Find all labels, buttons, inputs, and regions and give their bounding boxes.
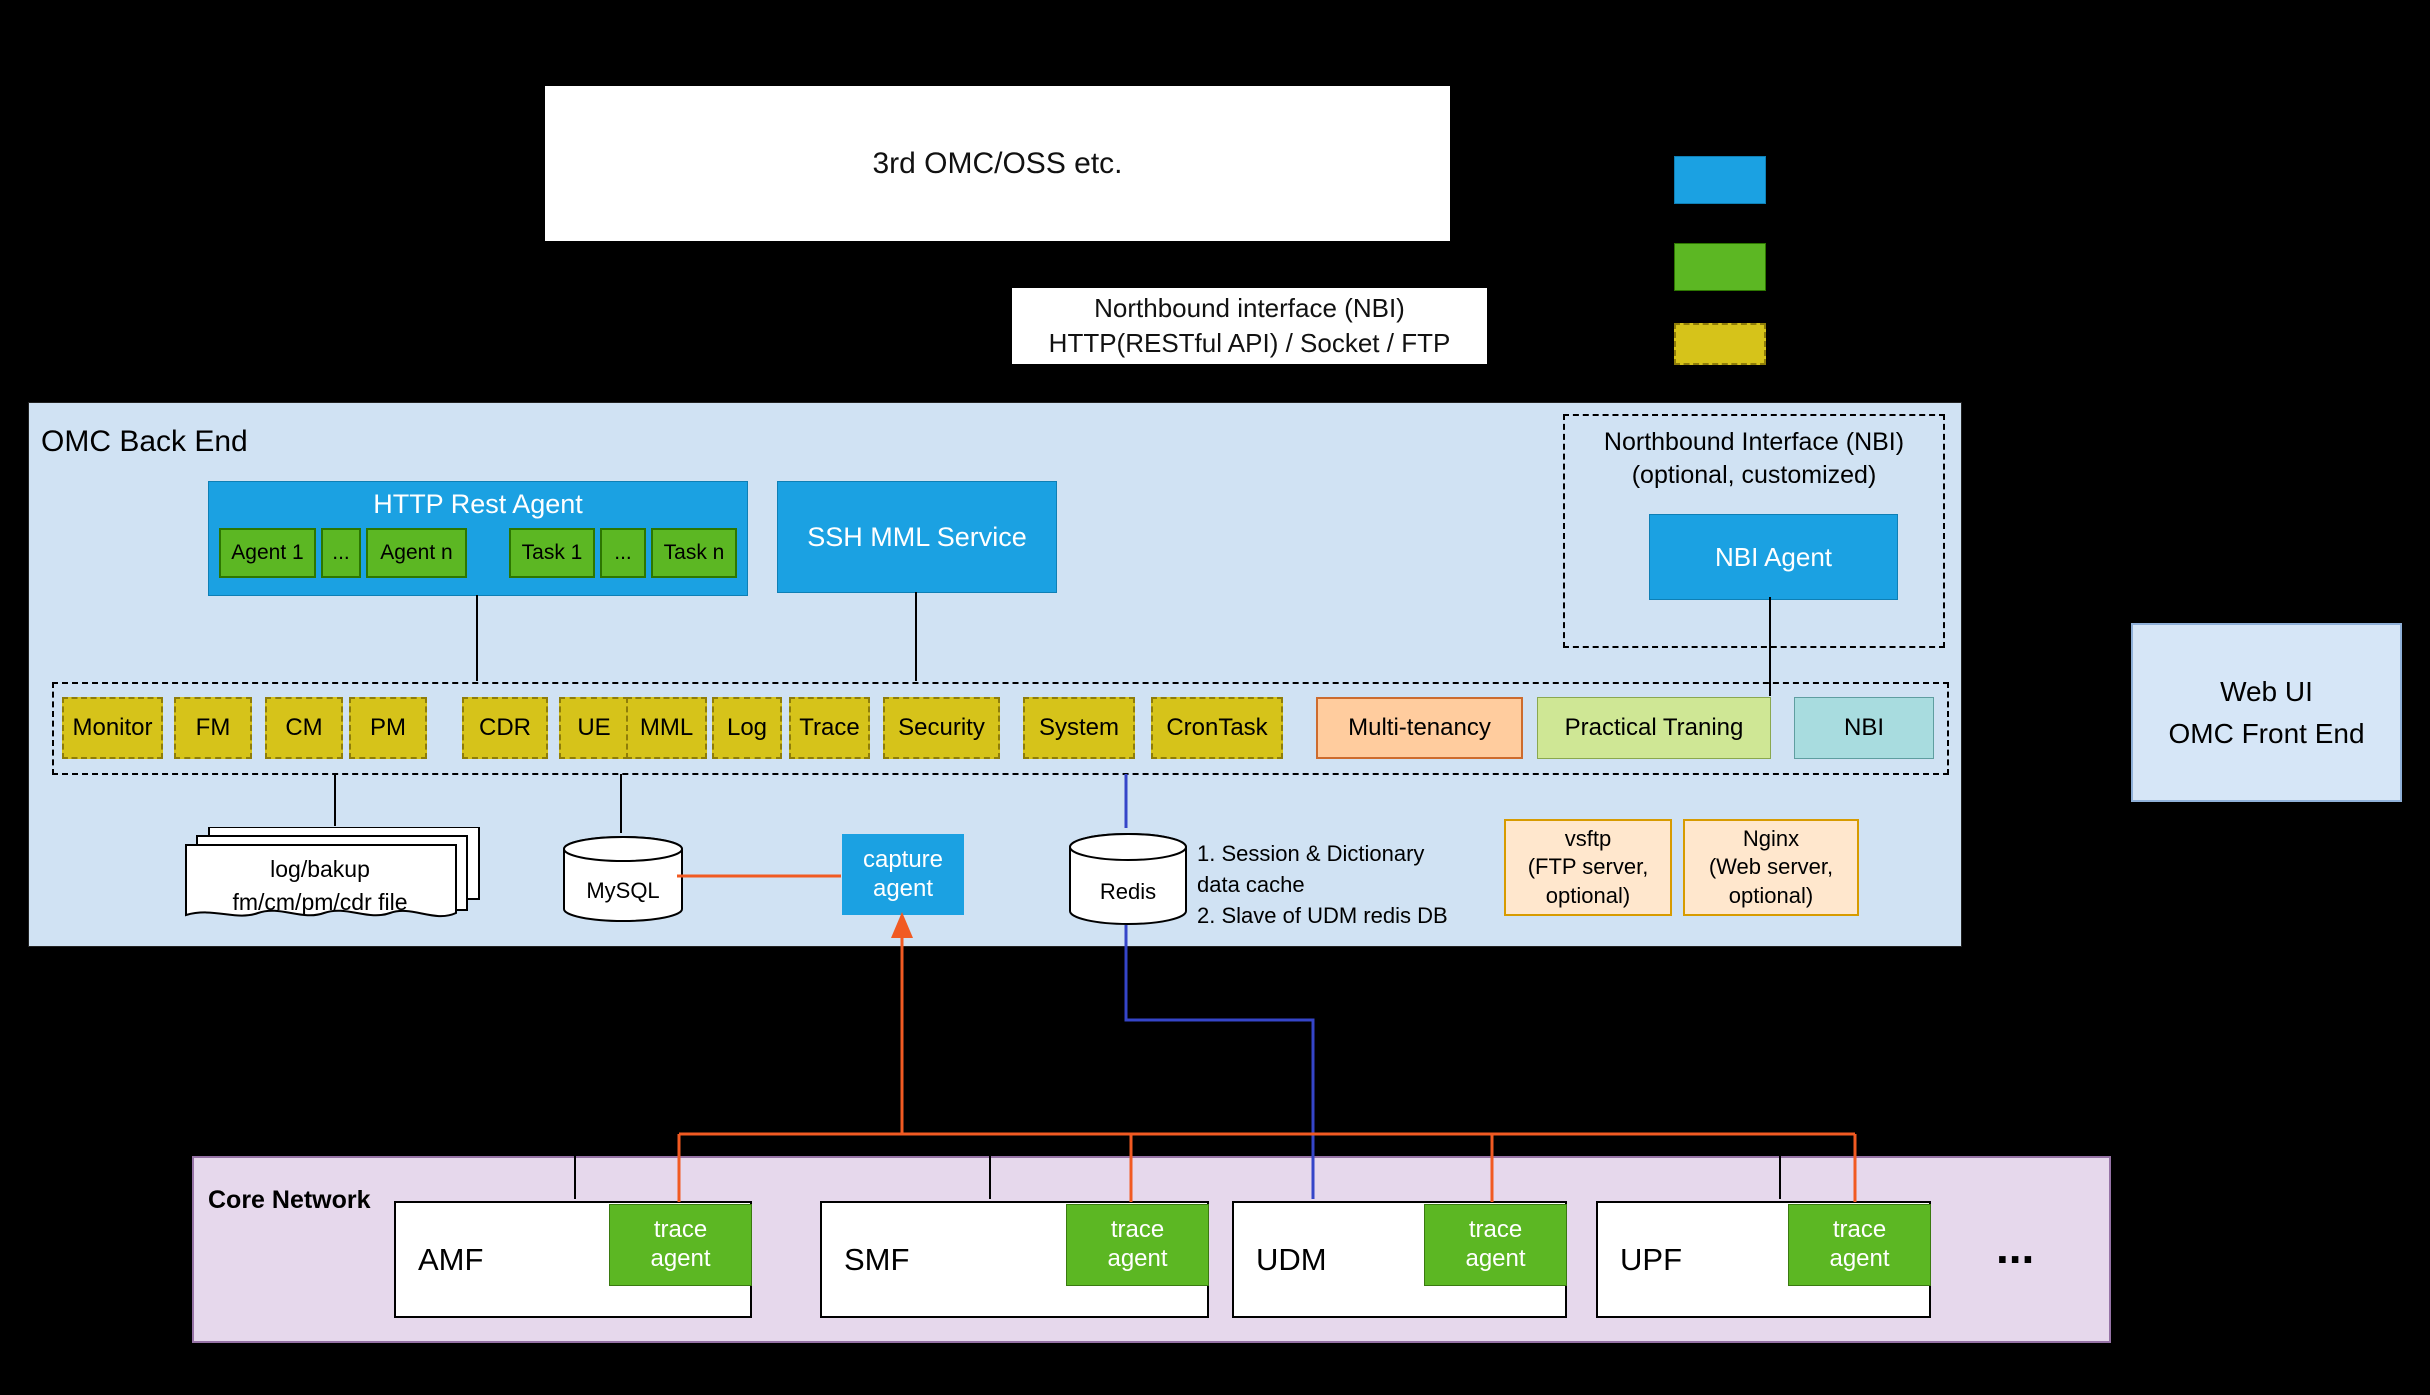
mysql-db: MySQL — [562, 834, 684, 924]
web-ui-line1: Web UI — [2220, 675, 2313, 707]
nf-amf-label: AMF — [418, 1241, 484, 1277]
ssh-mml-service-box: SSH MML Service — [777, 481, 1057, 593]
vsftp-line3: optional) — [1545, 882, 1631, 908]
nginx-line3: optional) — [1728, 882, 1814, 908]
module-pm: PM — [349, 697, 427, 759]
module-row: Monitor FM CM PM CDR UE MML Log Trace Se… — [52, 682, 1949, 775]
trace-agent-udm: trace agent — [1424, 1204, 1567, 1286]
database-cylinder-icon — [1069, 833, 1187, 925]
redis-label: Redis — [1099, 879, 1157, 904]
legend-green-swatch — [1674, 243, 1766, 291]
log-file-line1: log/bakup — [270, 856, 370, 882]
capture-agent-box: capture agent — [842, 834, 964, 915]
more-nfs-ellipsis: ... — [1996, 1221, 2035, 1273]
task-ellipsis-chip: ... — [600, 528, 646, 578]
omc-back-end-panel: OMC Back End HTTP Rest Agent Agent 1 ...… — [28, 402, 1962, 947]
module-multi-tenancy: Multi-tenancy — [1316, 697, 1523, 759]
nbi-interface-label-box: Northbound interface (NBI) HTTP(RESTful … — [1012, 288, 1487, 364]
redis-note-line3: 2. Slave of UDM redis DB — [1197, 902, 1448, 928]
trace-agent-amf-label: trace agent — [650, 1216, 711, 1272]
web-ui-front-end-box: Web UI OMC Front End — [2131, 623, 2402, 802]
ssh-mml-service-label: SSH MML Service — [807, 521, 1027, 552]
core-network-panel: Core Network AMF SMF UDM UPF trace agent… — [192, 1156, 2111, 1343]
nbi-optional-panel: Northbound Interface (NBI) (optional, cu… — [1563, 414, 1945, 648]
redis-note: 1. Session & Dictionary data cache 2. Sl… — [1197, 839, 1487, 931]
nf-smf-label: SMF — [844, 1241, 910, 1277]
nbi-agent-label: NBI Agent — [1714, 541, 1833, 572]
mysql-label: MySQL — [586, 878, 660, 903]
document-stack-icon — [185, 826, 480, 918]
nf-upf-label: UPF — [1620, 1241, 1682, 1277]
nbi-optional-panel-title: Northbound Interface (NBI) (optional, cu… — [1565, 426, 1943, 491]
vsftp-line1: vsftp — [1564, 825, 1612, 851]
module-cm: CM — [265, 697, 343, 759]
nbi-interface-line2: HTTP(RESTful API) / Socket / FTP — [1048, 328, 1451, 358]
nginx-line2: (Web server, — [1708, 854, 1834, 880]
nginx-box: Nginx (Web server, optional) — [1683, 819, 1859, 916]
core-network-title: Core Network — [208, 1186, 371, 1214]
module-cdr: CDR — [462, 697, 548, 759]
agent-chip-group: Agent 1 ... Agent n — [219, 528, 467, 578]
nf-udm-label: UDM — [1256, 1241, 1327, 1277]
module-mml: MML — [626, 697, 707, 759]
trace-agent-smf-label: trace agent — [1107, 1216, 1168, 1272]
module-log: Log — [712, 697, 782, 759]
module-ue: UE — [559, 697, 629, 759]
log-file-label: log/bakup fm/cm/pm/cdr file — [185, 853, 455, 920]
module-nbi: NBI — [1794, 697, 1934, 759]
nginx-line1: Nginx — [1742, 825, 1800, 851]
module-trace: Trace — [789, 697, 870, 759]
task-chip-group: Task 1 ... Task n — [509, 528, 737, 578]
database-cylinder-icon — [563, 836, 683, 922]
redis-db: Redis — [1068, 831, 1188, 928]
oss-box: 3rd OMC/OSS etc. — [545, 86, 1450, 241]
trace-agent-udm-label: trace agent — [1465, 1216, 1526, 1272]
module-crontask: CronTask — [1151, 697, 1283, 759]
web-ui-line2: OMC Front End — [2168, 717, 2365, 749]
trace-agent-smf: trace agent — [1066, 1204, 1209, 1286]
http-rest-agent-box: HTTP Rest Agent Agent 1 ... Agent n Task… — [208, 481, 748, 596]
agent-1-chip: Agent 1 — [219, 528, 316, 578]
vsftp-box: vsftp (FTP server, optional) — [1504, 819, 1672, 916]
log-file-line2: fm/cm/pm/cdr file — [232, 889, 408, 916]
legend-yellow-swatch — [1674, 323, 1766, 365]
nbi-agent-box: NBI Agent — [1649, 514, 1898, 600]
trace-agent-upf-label: trace agent — [1829, 1216, 1890, 1272]
module-fm: FM — [174, 697, 252, 759]
legend-blue-swatch — [1674, 156, 1766, 204]
module-monitor: Monitor — [62, 697, 163, 759]
trace-agent-upf: trace agent — [1788, 1204, 1931, 1286]
task-n-chip: Task n — [651, 528, 737, 578]
omc-back-end-title: OMC Back End — [41, 425, 248, 458]
redis-note-line2: data cache — [1197, 871, 1305, 897]
task-1-chip: Task 1 — [509, 528, 595, 578]
log-backup-file-shape: log/bakup fm/cm/pm/cdr file — [185, 826, 481, 928]
oss-label: 3rd OMC/OSS etc. — [872, 146, 1123, 180]
redis-note-line1: 1. Session & Dictionary — [1197, 841, 1425, 866]
capture-agent-label: capture agent — [862, 845, 944, 902]
nbi-interface-line1: Northbound interface (NBI) — [1094, 292, 1405, 323]
nbi-optional-line2: (optional, customized) — [1631, 460, 1877, 489]
module-system: System — [1023, 697, 1135, 759]
agent-ellipsis-chip: ... — [321, 528, 361, 578]
nbi-optional-line1: Northbound Interface (NBI) — [1603, 428, 1905, 456]
trace-agent-amf: trace agent — [609, 1204, 752, 1286]
agent-task-row: Agent 1 ... Agent n Task 1 ... Task n — [209, 520, 747, 578]
http-rest-agent-title: HTTP Rest Agent — [373, 489, 583, 519]
vsftp-line2: (FTP server, — [1527, 854, 1649, 880]
agent-n-chip: Agent n — [366, 528, 467, 578]
module-security: Security — [883, 697, 1000, 759]
module-practical-training: Practical Traning — [1537, 697, 1771, 759]
